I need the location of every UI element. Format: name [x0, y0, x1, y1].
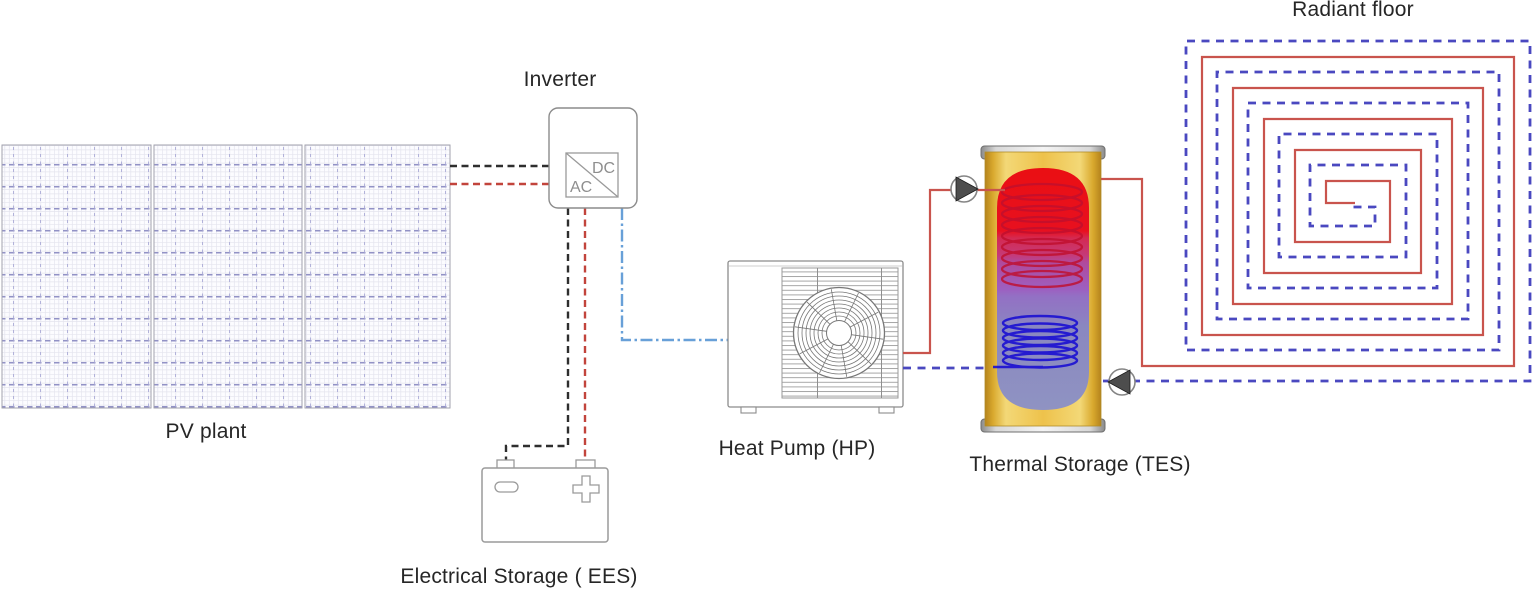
radiant-floor-label: Radiant floor — [1292, 0, 1414, 21]
pv-panel — [153, 144, 303, 409]
pv-panel-array — [1, 144, 451, 409]
heat-pump-foot — [878, 406, 895, 414]
inverter-label: Inverter — [523, 68, 597, 91]
ac-label: AC — [570, 179, 592, 196]
pv-panel — [304, 144, 451, 409]
plus-icon — [572, 475, 600, 503]
heat-pump-foot — [740, 406, 757, 414]
inverter-diagonal — [565, 152, 619, 198]
tank-fluid — [997, 168, 1089, 410]
pv-panel — [1, 144, 152, 409]
hot-coil — [1000, 182, 1084, 289]
pump-icon-cold — [1107, 368, 1136, 396]
ac-wire-inverter-to-heatpump — [620, 208, 728, 342]
minus-icon — [494, 481, 519, 493]
electrical-storage-label: Electrical Storage ( EES) — [400, 565, 638, 588]
heat-pump-unit — [727, 260, 904, 414]
dc-wire-positive — [450, 182, 587, 460]
heat-pump-label: Heat Pump (HP) — [718, 437, 876, 460]
thermal-storage-tank — [980, 145, 1106, 433]
fan-icon — [792, 286, 886, 380]
dc-label: DC — [592, 160, 615, 177]
inverter-unit: DC AC — [548, 107, 638, 209]
pump-icon-hot — [950, 175, 979, 203]
battery-icon — [481, 459, 609, 543]
cold-coil — [993, 314, 1079, 369]
dc-wire-negative — [450, 164, 570, 460]
cold-water-line — [903, 39, 1532, 383]
thermal-storage-label: Thermal Storage (TES) — [969, 453, 1191, 476]
pv-plant-label: PV plant — [165, 420, 247, 443]
